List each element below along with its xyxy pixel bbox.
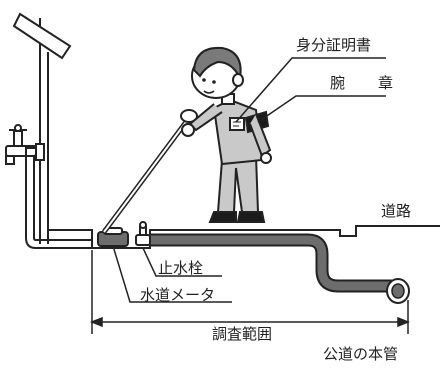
leader-lines [112, 57, 386, 303]
stop-valve-icon [135, 221, 151, 246]
survey-range-dimension [89, 250, 411, 334]
survey-range-label: 調査範囲 [212, 325, 273, 343]
armband-label: 腕 章 [330, 74, 403, 92]
listening-rod-icon [101, 109, 198, 234]
road-label: 道路 [381, 202, 412, 220]
inspector-figure [181, 46, 272, 223]
faucet-icon [5, 124, 45, 165]
main-pipe [150, 233, 410, 304]
water-meter-icon [97, 227, 129, 247]
water-meter-label: 水道メータ [140, 286, 216, 304]
stop-valve-label: 止水栓 [158, 259, 204, 277]
house-wall [12, 12, 72, 244]
service-pipe [25, 147, 92, 249]
id-card-label: 身分証明書 [296, 36, 372, 54]
main-pipe-label: 公道の本管 [323, 345, 399, 363]
